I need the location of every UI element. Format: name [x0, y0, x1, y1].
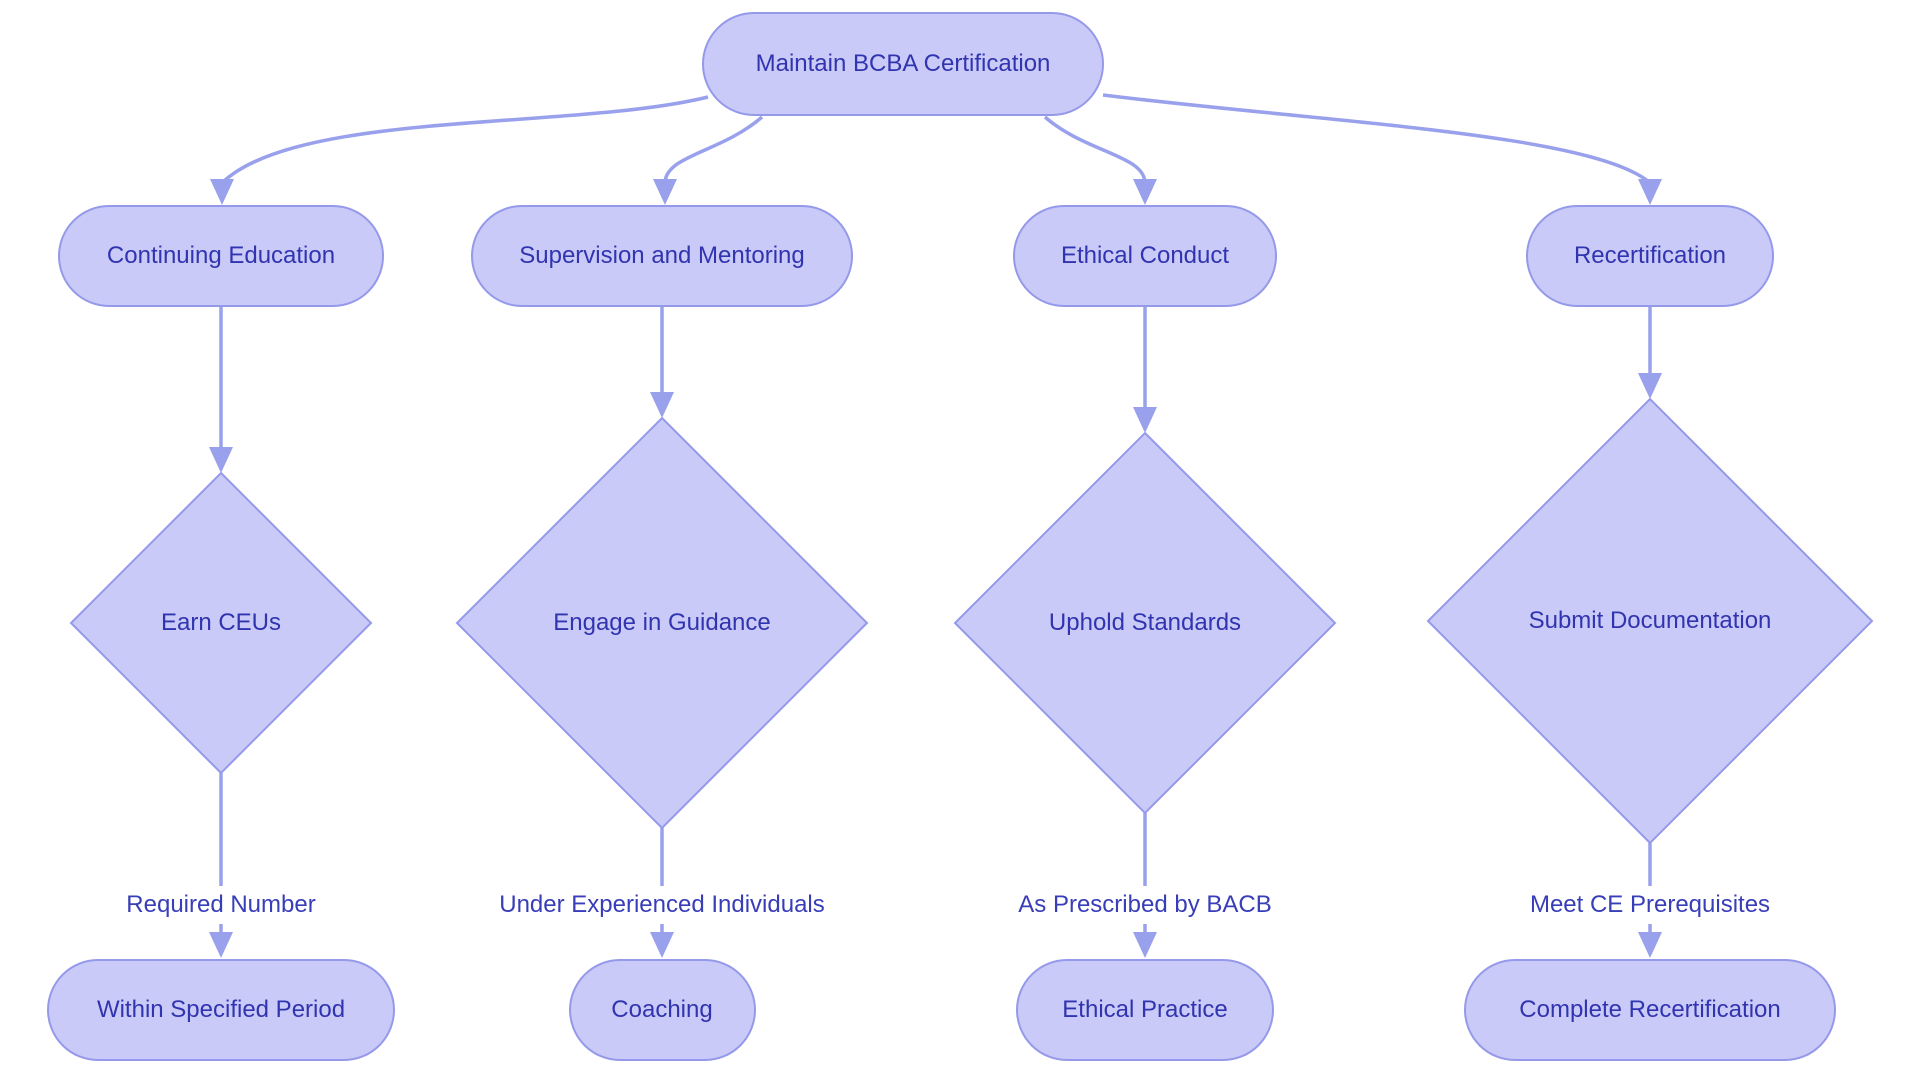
arrowhead-engage-guidance [650, 392, 674, 418]
outcome-node-within-specified-period [47, 959, 395, 1061]
edge-root-to-ethical-conduct [1043, 115, 1147, 183]
edge-root-to-recertification [1102, 93, 1651, 184]
outcome-label-ethical-practice: Ethical Practice [1062, 996, 1228, 1023]
decision-diamond-submit-documentation [1426, 397, 1874, 845]
root-node-label: Maintain BCBA Certification [755, 50, 1051, 77]
edge-root-to-continuing-education [221, 95, 709, 184]
arrowhead-supervision [653, 179, 677, 205]
category-label-supervision: Supervision and Mentoring [519, 242, 805, 269]
arrowhead-continuing-education [210, 179, 234, 205]
arrowhead-ethical-conduct [1133, 179, 1157, 205]
category-label-continuing-education: Continuing Education [106, 242, 336, 269]
node-layer [47, 12, 1874, 1061]
outcome-label-complete-recertification: Complete Recertification [1519, 996, 1781, 1023]
decision-diamond-uphold-standards [953, 431, 1337, 815]
edge-layer [209, 93, 1662, 958]
edge-label-as-prescribed-by-bacb: As Prescribed by BACB [1008, 886, 1282, 924]
edge-label-required-number: Required Number [116, 886, 326, 924]
edge-label-meet-ce-prerequisites: Meet CE Prerequisites [1519, 886, 1781, 924]
category-label-recertification: Recertification [1573, 242, 1727, 269]
category-node-continuing-education [58, 205, 384, 307]
outcome-label-coaching: Coaching [611, 996, 713, 1023]
category-node-ethical-conduct [1013, 205, 1277, 307]
decision-label-submit-documentation: Submit Documentation [1528, 607, 1772, 634]
category-node-recertification [1526, 205, 1774, 307]
arrowhead-within-specified-period [209, 932, 233, 958]
arrowhead-complete-recertification [1638, 932, 1662, 958]
decision-label-uphold-standards: Uphold Standards [1048, 609, 1242, 636]
decision-diamond-earn-ceus [69, 471, 373, 775]
outcome-node-complete-recertification [1464, 959, 1836, 1061]
arrowhead-coaching [650, 932, 674, 958]
arrowhead-earn-ceus [209, 447, 233, 473]
outcome-node-coaching [569, 959, 756, 1061]
outcome-node-ethical-practice [1016, 959, 1274, 1061]
arrowhead-ethical-practice [1133, 932, 1157, 958]
decision-diamond-engage-guidance [455, 416, 869, 830]
decision-label-earn-ceus: Earn CEUs [160, 609, 282, 636]
arrowhead-uphold-standards [1133, 407, 1157, 433]
root-node-shape [702, 12, 1104, 116]
edge-root-to-supervision [663, 115, 764, 183]
edge-label-under-experienced-individuals: Under Experienced Individuals [489, 886, 835, 924]
category-label-ethical-conduct: Ethical Conduct [1060, 242, 1230, 269]
outcome-label-within-specified-period: Within Specified Period [96, 996, 346, 1023]
arrowhead-submit-documentation [1638, 373, 1662, 399]
decision-label-engage-guidance: Engage in Guidance [553, 609, 771, 636]
category-node-supervision [471, 205, 853, 307]
arrowhead-recertification [1638, 179, 1662, 205]
